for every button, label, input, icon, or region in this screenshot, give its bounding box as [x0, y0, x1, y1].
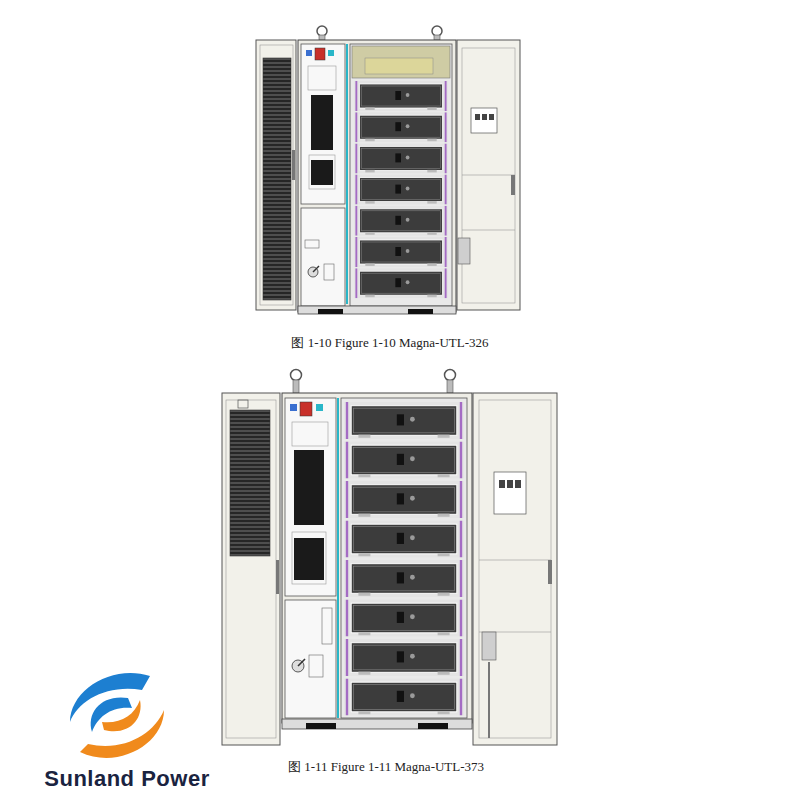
- brand-name: Sunland Power: [44, 766, 209, 792]
- logo-mark: [70, 673, 164, 758]
- cabinet-326: [256, 26, 520, 314]
- cabinet-373: [222, 370, 557, 746]
- figure-caption: 图 1-10 Figure 1-10 Magna-UTL-326: [291, 334, 488, 352]
- figure-caption: 图 1-11 Figure 1-11 Magna-UTL-373: [288, 758, 484, 776]
